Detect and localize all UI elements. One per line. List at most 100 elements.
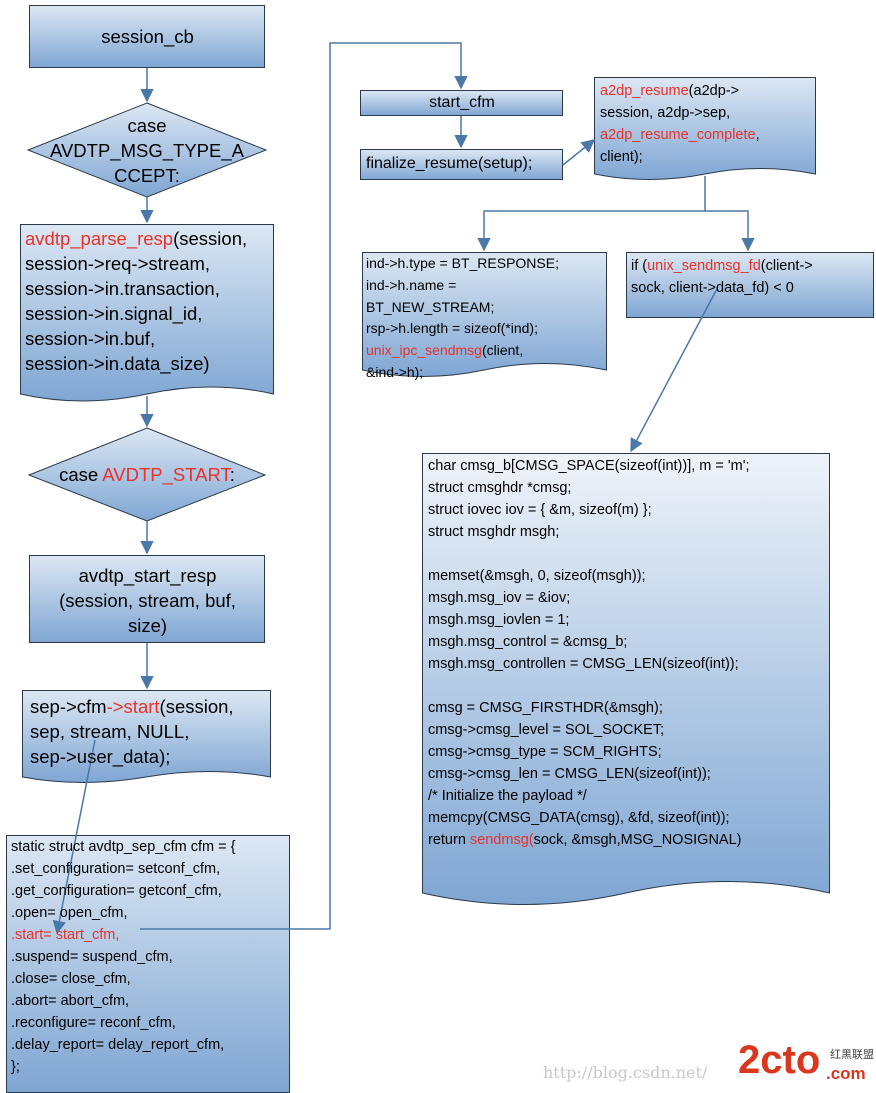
arrow-struct-to-start-cfm xyxy=(140,42,468,930)
parse-resp-line: session->in.data_size) xyxy=(25,353,210,374)
start-resp-line: avdtp_start_resp xyxy=(78,565,217,586)
sendmsg-line: memset(&msgh, 0, sizeof(msgh)); xyxy=(428,568,646,584)
ind-block-box xyxy=(362,252,607,377)
session-cb-label: session_cb xyxy=(101,26,194,47)
if-block-box xyxy=(626,252,874,318)
watermark-url: http://blog.csdn.net/ xyxy=(543,1063,708,1082)
ind-block-line: &ind->h); xyxy=(366,363,424,380)
start-cfm-label: start_cfm xyxy=(429,94,495,111)
if-block-prefix: if ( xyxy=(631,258,648,274)
start-resp-label: avdtp_start_resp (session, stream, buf, … xyxy=(30,563,265,638)
sendmsg-args: sock, &msgh,MSG_NOSIGNAL) xyxy=(533,832,742,848)
start-resp-line: (session, stream, buf, xyxy=(59,590,236,611)
cfm-struct-line: .reconfigure= reconf_cfm, xyxy=(11,1015,176,1031)
session-cb-box xyxy=(29,5,265,68)
case-start-label: case AVDTP_START: xyxy=(29,462,265,487)
case-start-name: AVDTP_START xyxy=(102,464,230,485)
start-resp-box xyxy=(29,555,265,643)
sendmsg-line: cmsg = CMSG_FIRSTHDR(&msgh); xyxy=(428,700,663,716)
sendmsg-fn: sendmsg( xyxy=(469,832,534,848)
parse-resp-text: avdtp_parse_resp(session, session->req->… xyxy=(25,226,247,376)
cfm-start-text: sep->cfm->start(session, sep, stream, NU… xyxy=(30,694,234,769)
sendmsg-line: cmsg->cmsg_type = SCM_RIGHTS; xyxy=(428,744,662,760)
cfm-start-line: sep->user_data); xyxy=(30,746,171,767)
cfm-start-first: (session, xyxy=(159,696,234,717)
sendmsg-line: msgh.msg_control = &cmsg_b; xyxy=(428,634,628,650)
arrow-a2dp-to-ind xyxy=(477,176,706,252)
cfm-start-prefix: sep->cfm xyxy=(30,696,107,717)
if-block-rest: (client-> xyxy=(760,258,813,274)
a2dp-resume-line: client); xyxy=(600,149,643,165)
arrow-finalize-to-a2dp xyxy=(562,139,596,166)
sendmsg-line: /* Initialize the payload */ xyxy=(428,788,587,804)
start-cfm-box xyxy=(360,90,563,116)
sendmsg-line: msgh.msg_iov = &iov; xyxy=(428,590,571,606)
sendmsg-line: memcpy(CMSG_DATA(cmsg), &fd, sizeof(int)… xyxy=(428,810,730,826)
sendmsg-line: struct cmsghdr *cmsg; xyxy=(428,480,572,496)
sendmsg-line: cmsg->cmsg_level = SOL_SOCKET; xyxy=(428,722,665,738)
a2dp-resume-text: a2dp_resume(a2dp-> session, a2dp->sep, a… xyxy=(600,80,760,168)
parse-resp-line: session->in.buf, xyxy=(25,328,156,349)
parse-resp-line: session->in.signal_id, xyxy=(25,303,203,324)
a2dp-resume-comma: , xyxy=(755,127,760,143)
cfm-struct-line: .get_configuration= getconf_cfm, xyxy=(11,883,222,899)
cfm-start-line: sep, stream, NULL, xyxy=(30,721,190,742)
a2dp-resume-line: session, a2dp->sep, xyxy=(600,105,731,121)
a2dp-resume-box xyxy=(594,77,816,180)
if-block-line: sock, client->data_fd) < 0 xyxy=(631,280,794,296)
ind-block-line: rsp->h.length = sizeof(*ind); xyxy=(366,320,538,337)
cfm-struct-line: .suspend= suspend_cfm, xyxy=(11,949,173,965)
if-block-text: if (unix_sendmsg_fd(client-> sock, clien… xyxy=(631,255,813,299)
cfm-struct-line: }; xyxy=(11,1059,20,1075)
parse-resp-line: session->in.transaction, xyxy=(25,278,220,299)
case-start-suffix: : xyxy=(229,464,235,485)
ind-block-text: ind->h.type = BT_RESPONSE; ind->h.name =… xyxy=(366,253,559,384)
a2dp-resume-complete-fn: a2dp_resume_complete xyxy=(600,127,756,143)
case-accept-line: AVDTP_MSG_TYPE_A xyxy=(50,140,244,161)
cfm-struct-text: static struct avdtp_sep_cfm cfm = { .set… xyxy=(11,836,235,1078)
sendmsg-line: struct msghdr msgh; xyxy=(428,524,560,540)
arrow-if-to-sendmsg xyxy=(630,286,719,453)
a2dp-resume-fn: a2dp_resume xyxy=(600,83,689,99)
a2dp-resume-rest: (a2dp-> xyxy=(688,83,740,99)
finalize-label: finalize_resume(setup); xyxy=(366,155,533,172)
cfm-struct-line: .open= open_cfm, xyxy=(11,905,128,921)
watermark-logo-cn: 红黑联盟 xyxy=(830,1049,874,1061)
if-block-fn: unix_sendmsg_fd xyxy=(647,258,761,274)
cfm-start-box xyxy=(22,690,271,783)
arrow-a2dp-to-if xyxy=(705,210,755,252)
parse-resp-line: session->req->stream, xyxy=(25,253,211,274)
start-resp-line: size) xyxy=(127,615,168,636)
sendmsg-line: char cmsg_b[CMSG_SPACE(sizeof(int))], m … xyxy=(428,458,750,474)
cfm-struct-line: .close= close_cfm, xyxy=(11,971,131,987)
finalize-box xyxy=(360,149,563,180)
cfm-struct-line: .set_configuration= setconf_cfm, xyxy=(11,861,221,877)
sendmsg-line: struct iovec iov = { &m, sizeof(m) }; xyxy=(428,502,652,518)
ind-block-fn: unix_ipc_sendmsg xyxy=(366,342,482,359)
cfm-struct-line: .abort= abort_cfm, xyxy=(11,993,130,1009)
sendmsg-block-text: char cmsg_b[CMSG_SPACE(sizeof(int))], m … xyxy=(428,455,750,851)
sendmsg-line: msgh.msg_controllen = CMSG_LEN(sizeof(in… xyxy=(428,656,739,672)
case-accept-label: case AVDTP_MSG_TYPE_A CCEPT: xyxy=(28,113,266,188)
case-accept-line: CCEPT: xyxy=(114,165,180,186)
cfm-start-fn: ->start xyxy=(106,696,160,717)
sendmsg-line: msgh.msg_iovlen = 1; xyxy=(428,612,570,628)
cfm-struct-line: .delay_report= delay_report_cfm, xyxy=(11,1037,225,1053)
sendmsg-blank xyxy=(428,543,750,565)
parse-resp-fn: avdtp_parse_resp xyxy=(25,228,174,249)
parse-resp-first: (session, xyxy=(173,228,248,249)
ind-block-line: BT_NEW_STREAM; xyxy=(366,298,495,315)
sendmsg-return: return xyxy=(428,832,470,848)
watermark-logo: 2cto xyxy=(738,1038,821,1082)
sendmsg-blank xyxy=(428,675,750,697)
ind-block-fn-rest: (client, xyxy=(481,342,524,359)
watermark-logo-com: .com xyxy=(826,1064,866,1083)
ind-block-line: ind->h.name = xyxy=(366,276,457,293)
sendmsg-line: cmsg->cmsg_len = CMSG_LEN(sizeof(int)); xyxy=(428,766,711,782)
cfm-struct-highlight: .start= start_cfm, xyxy=(11,927,120,943)
cfm-struct-line: static struct avdtp_sep_cfm cfm = { xyxy=(11,839,236,855)
arrow-cfm-to-struct xyxy=(52,739,96,935)
case-start-prefix: case xyxy=(59,464,103,485)
